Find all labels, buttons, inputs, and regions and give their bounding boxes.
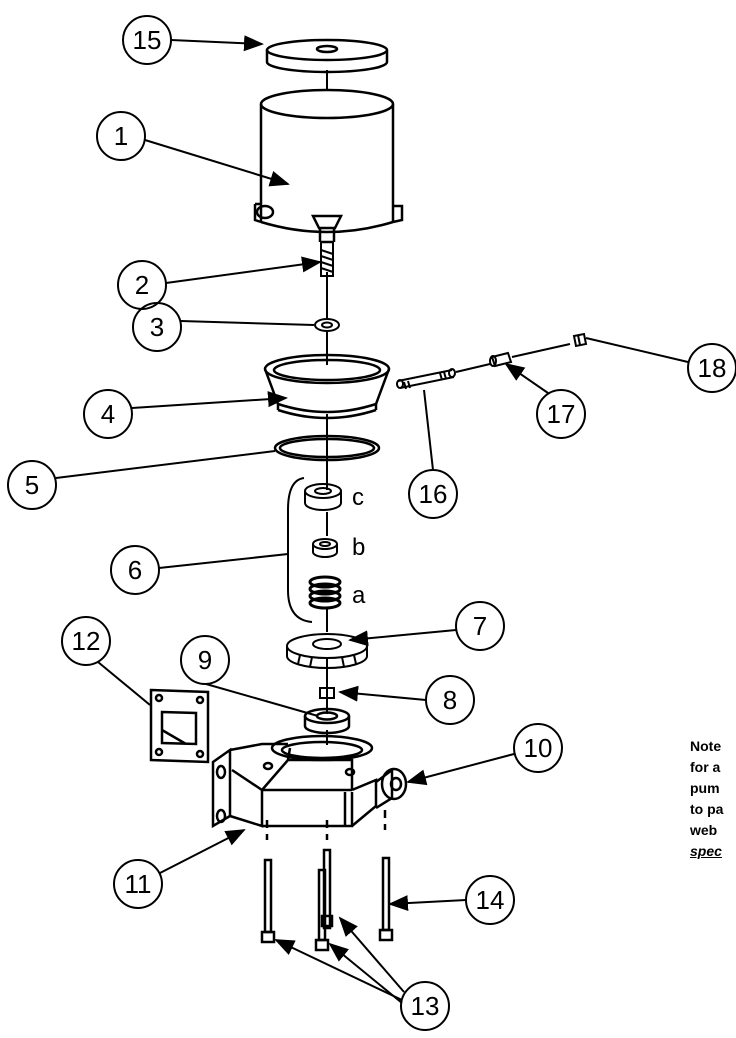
- part-washer: [314, 318, 340, 332]
- note-line-4: to pa: [690, 801, 724, 817]
- callout-15: 15: [133, 25, 162, 55]
- part-o-ring: [273, 434, 381, 462]
- note-line-6: spec: [690, 843, 722, 859]
- part-seal-ring-b: [312, 538, 338, 558]
- callout-14: 14: [476, 885, 505, 915]
- sub-label-c: c: [352, 484, 364, 511]
- leader-lines: [55, 35, 689, 1004]
- part-spring-a: [308, 575, 342, 610]
- callout-10: 10: [524, 733, 553, 763]
- note-line-2: for a: [690, 759, 721, 775]
- part-bolt-14: [378, 810, 394, 942]
- callout-2: 2: [135, 270, 149, 300]
- callout-3: 3: [150, 312, 164, 342]
- callout-4: 4: [101, 399, 115, 429]
- part-sleeve: [489, 343, 571, 368]
- part-outlet-nozzle: [375, 767, 408, 810]
- callout-6: 6: [128, 555, 142, 585]
- callout-17: 17: [547, 399, 576, 429]
- callout-1: 1: [114, 121, 128, 151]
- callout-12: 12: [72, 626, 101, 656]
- part-rod: [396, 363, 491, 390]
- part-seal-ring-c: [304, 483, 342, 511]
- part-gasket-plate: [149, 688, 210, 764]
- seal-assembly-bracket: [287, 477, 313, 623]
- note-text: Note for a pum to pa web spec: [690, 736, 736, 862]
- callout-8: 8: [443, 685, 457, 715]
- part-housing: [253, 88, 404, 244]
- part-cap-disc: [265, 38, 389, 74]
- callout-16: 16: [419, 479, 448, 509]
- sub-label-a: a: [352, 582, 366, 609]
- note-line-3: pum: [690, 780, 720, 796]
- part-fitting: [572, 332, 588, 348]
- note-line-1: Note: [690, 738, 722, 754]
- part-threaded-stud: [320, 241, 334, 277]
- callout-5: 5: [25, 470, 39, 500]
- sub-label-b: b: [352, 534, 365, 561]
- part-impeller: [286, 633, 368, 669]
- callout-11: 11: [125, 869, 152, 899]
- callout-18: 18: [698, 353, 727, 383]
- part-pump-body: [211, 734, 378, 829]
- note-line-5: web: [690, 822, 718, 838]
- part-shaft-seal: [303, 707, 351, 735]
- callout-9: 9: [198, 645, 212, 675]
- callout-7: 7: [473, 611, 487, 641]
- callout-13: 13: [411, 991, 440, 1021]
- part-bolts-13: [260, 820, 334, 952]
- part-hex-nut: [319, 687, 335, 699]
- callout-circles: [7, 15, 736, 1031]
